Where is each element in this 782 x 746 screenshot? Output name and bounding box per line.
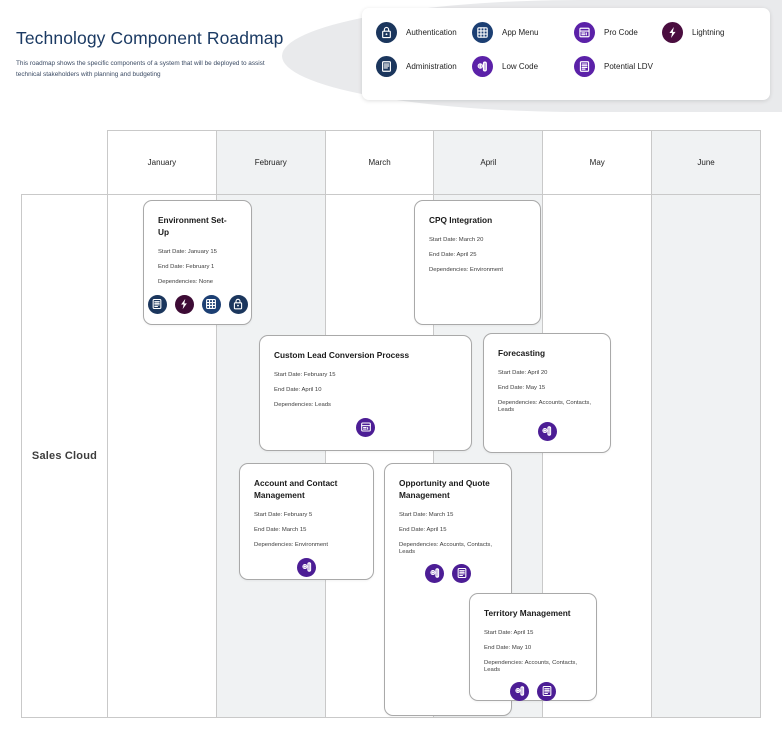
- task-card-icon-row: [254, 557, 359, 577]
- task-card-end: End Date: April 25: [429, 252, 477, 259]
- ldv-icon: [147, 294, 167, 314]
- task-card-start: Start Date: March 15: [399, 512, 454, 519]
- task-card-start: Start Date: March 20: [429, 237, 484, 244]
- lowcode-icon: [510, 681, 529, 701]
- lock-icon: [376, 22, 397, 43]
- task-card-icon-row: [147, 294, 248, 314]
- legend-item-label: Authentication: [406, 28, 457, 37]
- task-card-title: Territory Management: [484, 608, 571, 618]
- header-banner: Technology Component Roadmap This roadma…: [0, 0, 782, 112]
- task-card-start: Start Date: April 20: [498, 370, 548, 377]
- legend-item-app-menu[interactable]: App Menu: [472, 22, 538, 43]
- legend-item-administration[interactable]: Administration: [376, 56, 457, 77]
- task-card-title: Account and Contact Management: [254, 478, 338, 501]
- task-card-title: Environment Set-Up: [158, 215, 227, 238]
- ldv-icon: [574, 56, 595, 77]
- lowcode-icon: [425, 563, 444, 583]
- grid-icon: [472, 22, 493, 43]
- lock-icon: [228, 294, 248, 314]
- task-card-icon-row: [484, 681, 582, 701]
- task-card-start: Start Date: February 5: [254, 512, 313, 519]
- task-card-end: End Date: February 1: [158, 264, 215, 271]
- month-header-june: June: [651, 130, 761, 195]
- task-card-dependencies: Dependencies: Accounts, Contacts, Leads: [484, 660, 577, 673]
- task-card-dependencies: Dependencies: Environment: [429, 267, 504, 274]
- page-subtitle: This roadmap shows the specific componen…: [16, 60, 265, 79]
- legend-item-label: Low Code: [502, 62, 539, 71]
- lane-column-june: [651, 194, 761, 718]
- legend-item-label: Administration: [406, 62, 457, 71]
- swimlane-label: Sales Cloud: [31, 450, 98, 462]
- lightning-icon: [662, 22, 683, 43]
- task-card-icon-row: [498, 421, 596, 441]
- task-card-end: End Date: May 15: [498, 385, 546, 392]
- task-card-title: CPQ Integration: [429, 215, 493, 225]
- task-card-dependencies: Dependencies: Leads: [274, 402, 331, 409]
- legend-item-low-code[interactable]: Low Code: [472, 56, 538, 77]
- task-card-end: End Date: March 15: [254, 527, 307, 534]
- grid-icon: [201, 294, 221, 314]
- page-title: Technology Component Roadmap: [16, 28, 284, 48]
- legend-item-label: App Menu: [502, 28, 539, 37]
- task-card-icon-row: [399, 563, 497, 583]
- legend-item-label: Potential LDV: [604, 62, 653, 71]
- legend-item-label: Pro Code: [604, 28, 638, 37]
- ldv-icon: [537, 681, 556, 701]
- task-card-start: Start Date: February 15: [274, 372, 336, 379]
- task-card-title: Forecasting: [498, 348, 546, 358]
- task-card-title: Opportunity and Quote Management: [399, 478, 490, 501]
- task-card-start: Start Date: April 15: [484, 630, 534, 637]
- legend-item-authentication[interactable]: Authentication: [376, 22, 457, 43]
- ldv-icon: [452, 563, 471, 583]
- legend-item-potential-ldv[interactable]: Potential LDV: [574, 56, 653, 77]
- task-card-end: End Date: April 10: [274, 387, 322, 394]
- procode-icon: [574, 22, 595, 43]
- task-card-dependencies: Dependencies: None: [158, 279, 214, 286]
- title-block: Technology Component Roadmap This roadma…: [16, 28, 316, 80]
- task-card-start: Start Date: January 15: [158, 249, 217, 256]
- month-header-may: May: [542, 130, 653, 195]
- task-card-end: End Date: April 15: [399, 527, 447, 534]
- task-card-title: Custom Lead Conversion Process: [274, 350, 410, 360]
- task-card-dependencies: Dependencies: Environment: [254, 542, 329, 549]
- task-card-icon-row: [274, 417, 457, 437]
- legend-item-pro-code[interactable]: Pro Code: [574, 22, 638, 43]
- lowcode-icon: [537, 421, 557, 441]
- legend-item-lightning[interactable]: Lightning: [662, 22, 724, 43]
- task-card-dependencies: Dependencies: Accounts, Contacts, Leads: [498, 400, 591, 413]
- legend-item-label: Lightning: [692, 28, 725, 37]
- lightning-icon: [174, 294, 194, 314]
- lowcode-icon: [297, 557, 316, 577]
- lowcode-icon: [472, 56, 493, 77]
- admin-icon: [376, 56, 397, 77]
- month-header-april: April: [433, 130, 544, 195]
- task-card-end: End Date: May 10: [484, 645, 532, 652]
- procode-icon: [356, 417, 375, 437]
- task-card-dependencies: Dependencies: Accounts, Contacts, Leads: [399, 542, 492, 555]
